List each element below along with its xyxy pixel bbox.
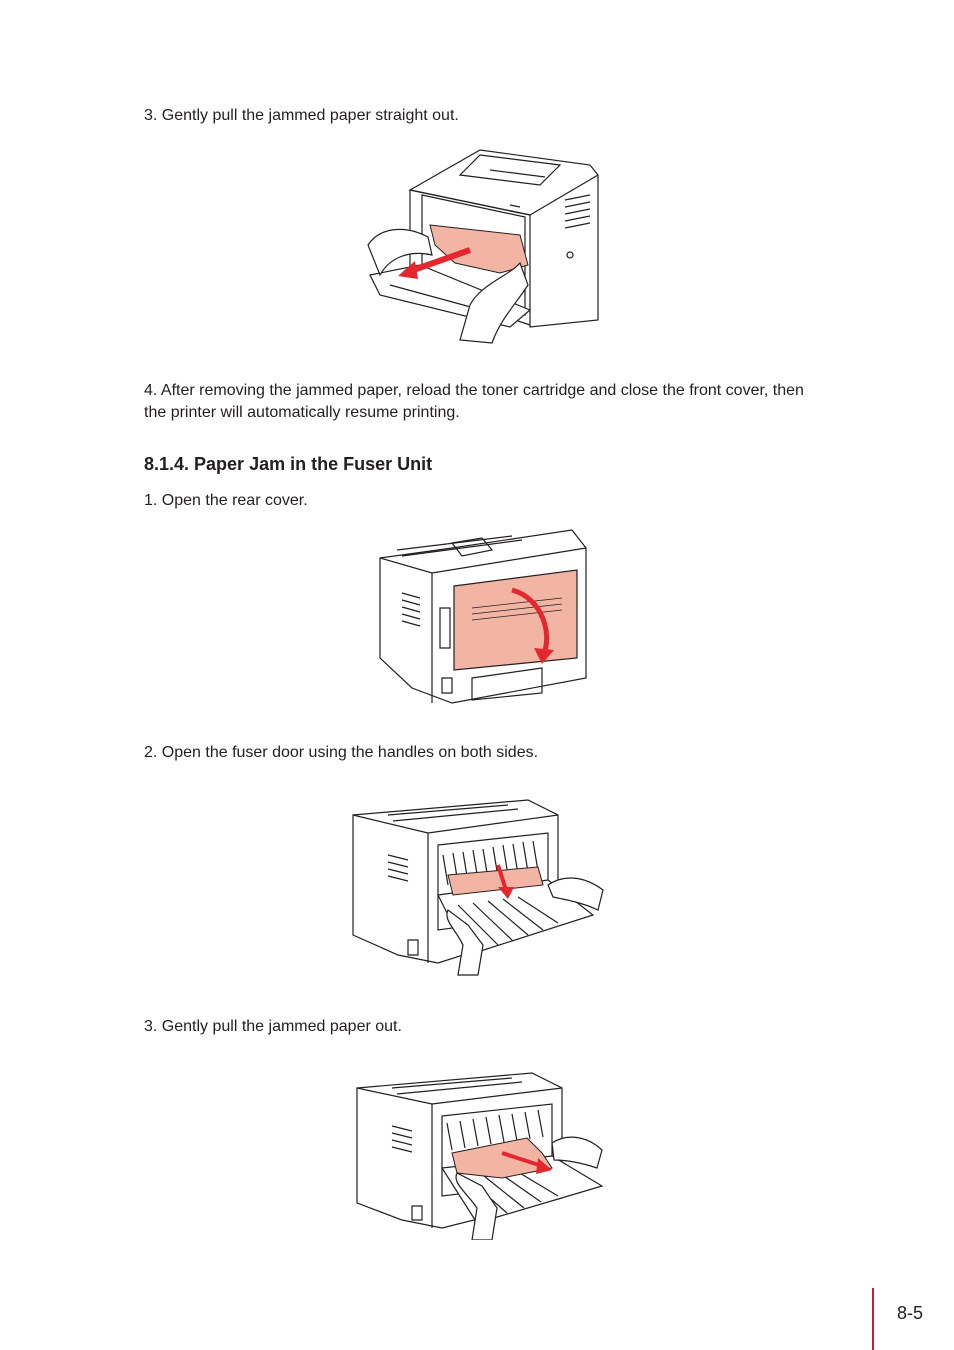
step-pull-out: 3. Gently pull the jammed paper out. <box>144 1018 402 1035</box>
printer-fuser-pull-illustration <box>352 1068 610 1240</box>
step-after-removing-line1: 4. After removing the jammed paper, relo… <box>144 382 804 399</box>
footer-accent-bar <box>872 1288 874 1350</box>
step-open-rear: 1. Open the rear cover. <box>144 492 308 509</box>
printer-front-pull-illustration <box>360 145 605 345</box>
printer-fuser-door-illustration <box>348 795 613 977</box>
step-pull-straight: 3. Gently pull the jammed paper straight… <box>144 107 459 124</box>
step-after-removing-line2: the printer will automatically resume pr… <box>144 404 460 421</box>
printer-rear-cover-illustration <box>372 528 590 706</box>
page-number: 8-5 <box>897 1303 924 1323</box>
step-open-fuser: 2. Open the fuser door using the handles… <box>144 744 539 761</box>
section-heading: 8.1.4. Paper Jam in the Fuser Unit <box>144 454 433 474</box>
